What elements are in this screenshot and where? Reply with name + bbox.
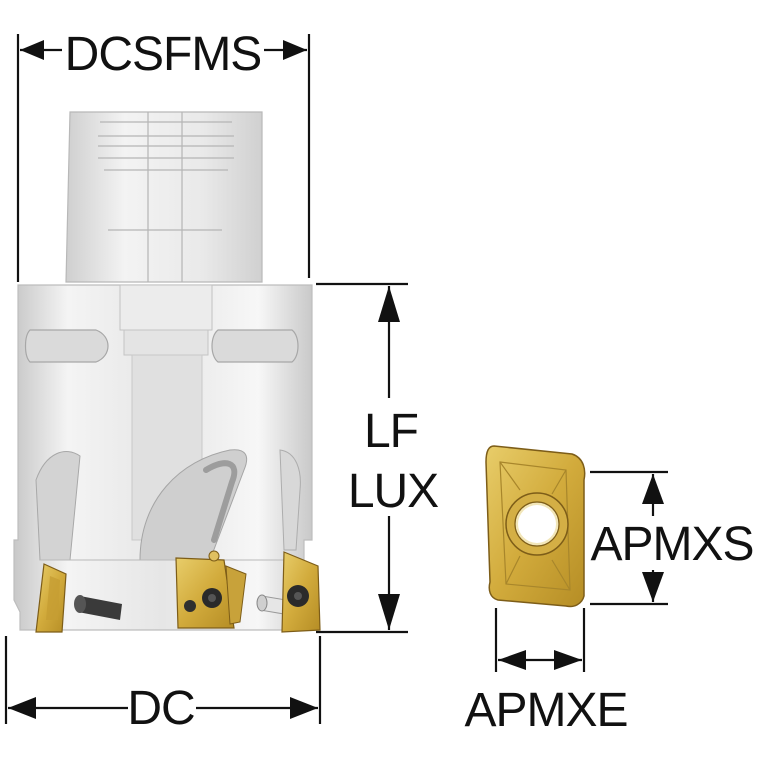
coolant-screw-left — [74, 595, 122, 620]
arrow-dc-right — [290, 697, 318, 719]
label-dcsfms: DCSFMS — [65, 28, 262, 81]
cutter-insert-left — [35, 563, 67, 633]
arrow-dcsfms-right — [283, 40, 307, 60]
label-lf: LF — [364, 405, 418, 458]
arrow-apmxs-bottom — [642, 572, 664, 602]
label-apmxe: APMXE — [464, 684, 627, 737]
arrow-apmxe-right — [554, 650, 582, 670]
cutter-shank — [65, 111, 263, 283]
drive-slot-left — [24, 329, 109, 363]
arrow-dc-left — [8, 697, 36, 719]
chip-pocket-left — [35, 451, 81, 561]
insert-illustration — [485, 445, 586, 608]
cutter-illustration — [13, 111, 321, 633]
label-apmxs: APMXS — [590, 518, 753, 571]
label-dc: DC — [127, 682, 194, 735]
arrow-apmxe-left — [498, 650, 526, 670]
body-top-pocket — [119, 284, 213, 331]
chip-pocket-center — [139, 449, 248, 561]
label-lux: LUX — [348, 465, 439, 518]
chip-pocket-right — [279, 449, 301, 551]
cutter-insert-right — [281, 551, 321, 633]
drive-slot-right — [211, 329, 299, 363]
arrow-lf-top — [378, 286, 400, 322]
arrow-lf-bottom — [378, 594, 400, 630]
arrow-dcsfms-left — [20, 40, 44, 60]
arrowheads — [8, 40, 664, 719]
arrow-apmxs-top — [642, 474, 664, 504]
shank-grooves — [98, 112, 234, 282]
cutter-insert-center — [175, 550, 247, 629]
coolant-screw-right — [256, 594, 287, 615]
